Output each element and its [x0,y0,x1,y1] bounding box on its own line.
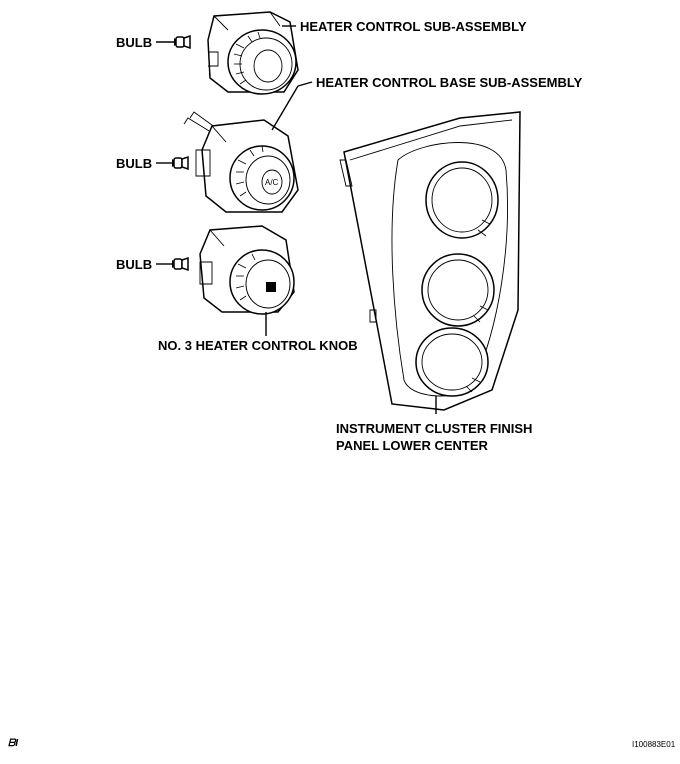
bulb-bottom: BULB [116,256,189,272]
bulb-label-top: BULB [116,35,152,50]
corner-mark: ᗷI [8,738,18,749]
ac-knob-marking: A/C [265,178,279,187]
label-panel-line1: INSTRUMENT CLUSTER FINISH [336,421,532,436]
bulb-top: BULB [116,34,191,50]
label-no3-heater-control-knob: NO. 3 HEATER CONTROL KNOB [158,338,358,353]
heater-control-base-sub-assembly: A/C HEATER CONTROL BASE SUB-ASSEMBLY [183,75,583,213]
figure-code: I100883E01 [632,740,676,749]
no3-heater-control-knob: NO. 3 HEATER CONTROL KNOB [158,225,358,353]
label-heater-control-base-sub-assembly: HEATER CONTROL BASE SUB-ASSEMBLY [316,75,583,90]
bulb-middle: BULB [116,155,189,171]
bulb-label-middle: BULB [116,156,152,171]
label-panel-line2: PANEL LOWER CENTER [336,438,489,453]
instrument-cluster-finish-panel: INSTRUMENT CLUSTER FINISH PANEL LOWER CE… [336,111,532,453]
label-heater-control-sub-assembly: HEATER CONTROL SUB-ASSEMBLY [300,19,527,34]
heater-control-sub-assembly: HEATER CONTROL SUB-ASSEMBLY [207,11,527,95]
bulb-label-bottom: BULB [116,257,152,272]
